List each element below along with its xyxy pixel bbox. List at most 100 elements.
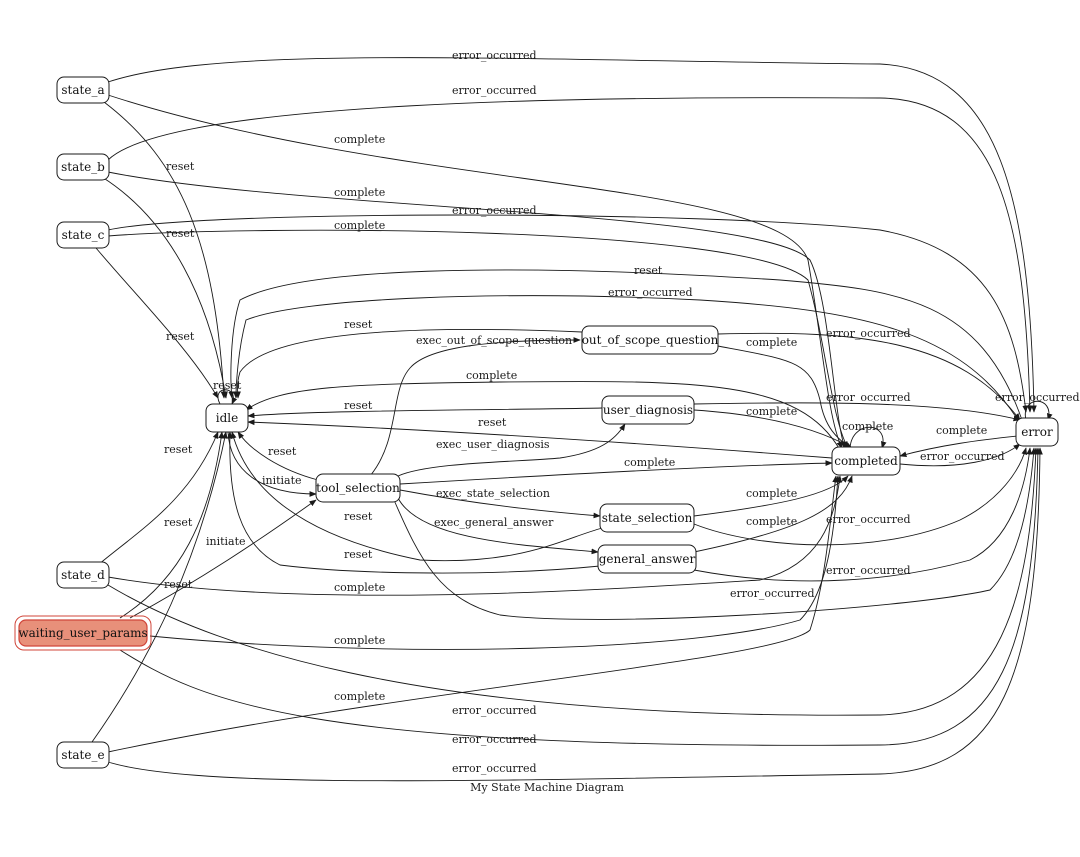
label-b-complete: complete bbox=[334, 186, 385, 199]
edge-w-idle bbox=[119, 431, 224, 619]
label-a-reset: reset bbox=[166, 160, 195, 173]
node-out_of_scope_question[interactable]: out_of_scope_question bbox=[581, 325, 719, 355]
node-label: general_answer bbox=[599, 552, 696, 566]
edge-state_c-error bbox=[107, 214, 1029, 413]
label-a-complete: complete bbox=[334, 133, 385, 146]
label-oos-complete: complete bbox=[746, 336, 797, 349]
node-label: completed bbox=[834, 454, 898, 468]
label-ud-reset: reset bbox=[344, 399, 373, 412]
node-user_diagnosis[interactable]: user_diagnosis bbox=[601, 395, 695, 425]
label-w-initiate: initiate bbox=[206, 535, 246, 548]
label-exec-ga: exec_general_answer bbox=[434, 516, 554, 529]
edge-oos-idle-reset bbox=[235, 328, 583, 399]
label-initiate: initiate bbox=[262, 474, 302, 487]
node-label: state_e bbox=[61, 748, 104, 762]
edge-ga-idle-reset bbox=[226, 431, 601, 574]
edge-ud-idle-reset bbox=[247, 407, 603, 419]
label-error-loop: error_occurred bbox=[995, 391, 1080, 404]
node-label: error bbox=[1021, 425, 1053, 439]
edge-ud-completed bbox=[693, 409, 853, 449]
label-exec-ud: exec_user_diagnosis bbox=[436, 438, 550, 451]
edge-oos-error bbox=[717, 332, 1021, 421]
edge-ga-error bbox=[693, 447, 1033, 582]
node-label: state_b bbox=[61, 160, 105, 174]
label-ts-reset: reset bbox=[268, 445, 297, 458]
label-error-error-idle: error_occurred bbox=[608, 286, 693, 299]
node-label: state_a bbox=[61, 83, 104, 97]
edge-idle-loop bbox=[217, 389, 238, 405]
label-exec-oos: exec_out_of_scope_question bbox=[416, 334, 572, 347]
node-general_answer[interactable]: general_answer bbox=[597, 544, 697, 574]
node-state_b[interactable]: state_b bbox=[56, 153, 110, 181]
node-completed[interactable]: completed bbox=[831, 446, 901, 476]
label-ts-complete: complete bbox=[624, 456, 675, 469]
node-label: waiting_user_params bbox=[18, 626, 147, 640]
node-label: tool_selection bbox=[316, 481, 400, 495]
label-completed-reset: reset bbox=[478, 416, 507, 429]
edge-ts-ud bbox=[397, 423, 626, 477]
node-error[interactable]: error bbox=[1015, 417, 1059, 447]
edge-state_e-error bbox=[107, 447, 1043, 782]
node-state_e[interactable]: state_e bbox=[56, 741, 110, 769]
node-state_d[interactable]: state_d bbox=[56, 561, 110, 589]
label-oos-reset: reset bbox=[344, 318, 373, 331]
node-state_selection[interactable]: state_selection bbox=[599, 503, 695, 533]
label-oos-error: error_occurred bbox=[826, 327, 911, 340]
edge-state_d-error bbox=[107, 447, 1039, 716]
label-c-reset: reset bbox=[166, 330, 195, 343]
edge-completed-loop bbox=[849, 426, 887, 451]
label-w-complete: complete bbox=[334, 634, 385, 647]
edge-error-loop bbox=[1024, 400, 1053, 421]
edge-error-idle-reset bbox=[228, 269, 1023, 421]
label-ss-complete: complete bbox=[746, 487, 797, 500]
edge-ts-oos bbox=[369, 337, 581, 477]
label-ga-error: error_occurred bbox=[826, 564, 911, 577]
node-label: state_c bbox=[62, 228, 105, 242]
label-completed-idle: complete bbox=[466, 369, 517, 382]
label-c-complete: complete bbox=[334, 219, 385, 232]
label-completed-loop: complete bbox=[842, 420, 893, 433]
node-label: state_d bbox=[61, 568, 105, 582]
edge-ga-completed bbox=[693, 475, 853, 553]
node-label: state_selection bbox=[602, 511, 693, 525]
label-d-error: error_occurred bbox=[452, 704, 537, 717]
edge-w-error bbox=[119, 447, 1041, 746]
edge-state_a-error bbox=[107, 57, 1037, 413]
label-ss-reset: reset bbox=[344, 510, 373, 523]
label-exec-ss: exec_state_selection bbox=[436, 487, 550, 500]
node-label: idle bbox=[216, 411, 238, 425]
edge-state_d-completed bbox=[107, 475, 843, 596]
label-w-reset: reset bbox=[164, 516, 193, 529]
node-idle[interactable]: idle bbox=[205, 403, 249, 433]
edge-state_e-completed bbox=[107, 475, 838, 753]
edge-state_e-idle bbox=[91, 431, 228, 743]
node-state_a[interactable]: state_a bbox=[56, 76, 110, 104]
label-d-reset: reset bbox=[164, 443, 193, 456]
label-a-error: error_occurred bbox=[452, 49, 537, 62]
diagram-caption: My State Machine Diagram bbox=[470, 781, 624, 794]
edge-state_b-error bbox=[107, 97, 1033, 413]
node-state_c[interactable]: state_c bbox=[56, 221, 110, 249]
edge-ts-ss bbox=[399, 489, 601, 519]
label-e-reset: reset bbox=[164, 578, 193, 591]
node-waiting_user_params[interactable]: waiting_user_params bbox=[14, 615, 152, 651]
edge-ts-error bbox=[393, 447, 1037, 620]
edge-state_c-completed bbox=[107, 229, 849, 449]
edge-ss-idle-reset bbox=[230, 431, 603, 562]
edge-ss-error bbox=[693, 447, 1028, 546]
label-error-reset: reset bbox=[634, 264, 663, 277]
edge-state_d-idle bbox=[97, 431, 219, 566]
node-label: out_of_scope_question bbox=[582, 333, 719, 347]
label-ss-error: error_occurred bbox=[826, 513, 911, 526]
label-error-complete: complete bbox=[936, 424, 987, 437]
label-ga-reset: reset bbox=[344, 548, 373, 561]
label-e-complete: complete bbox=[334, 690, 385, 703]
edge-ts-completed bbox=[399, 460, 833, 485]
edge-error-idle-error bbox=[233, 295, 1019, 421]
edge-state_c-idle bbox=[95, 247, 219, 399]
edge-error-completed bbox=[899, 435, 1019, 458]
node-label: user_diagnosis bbox=[603, 403, 693, 417]
node-tool_selection[interactable]: tool_selection bbox=[315, 473, 401, 503]
label-e-error: error_occurred bbox=[452, 762, 537, 775]
